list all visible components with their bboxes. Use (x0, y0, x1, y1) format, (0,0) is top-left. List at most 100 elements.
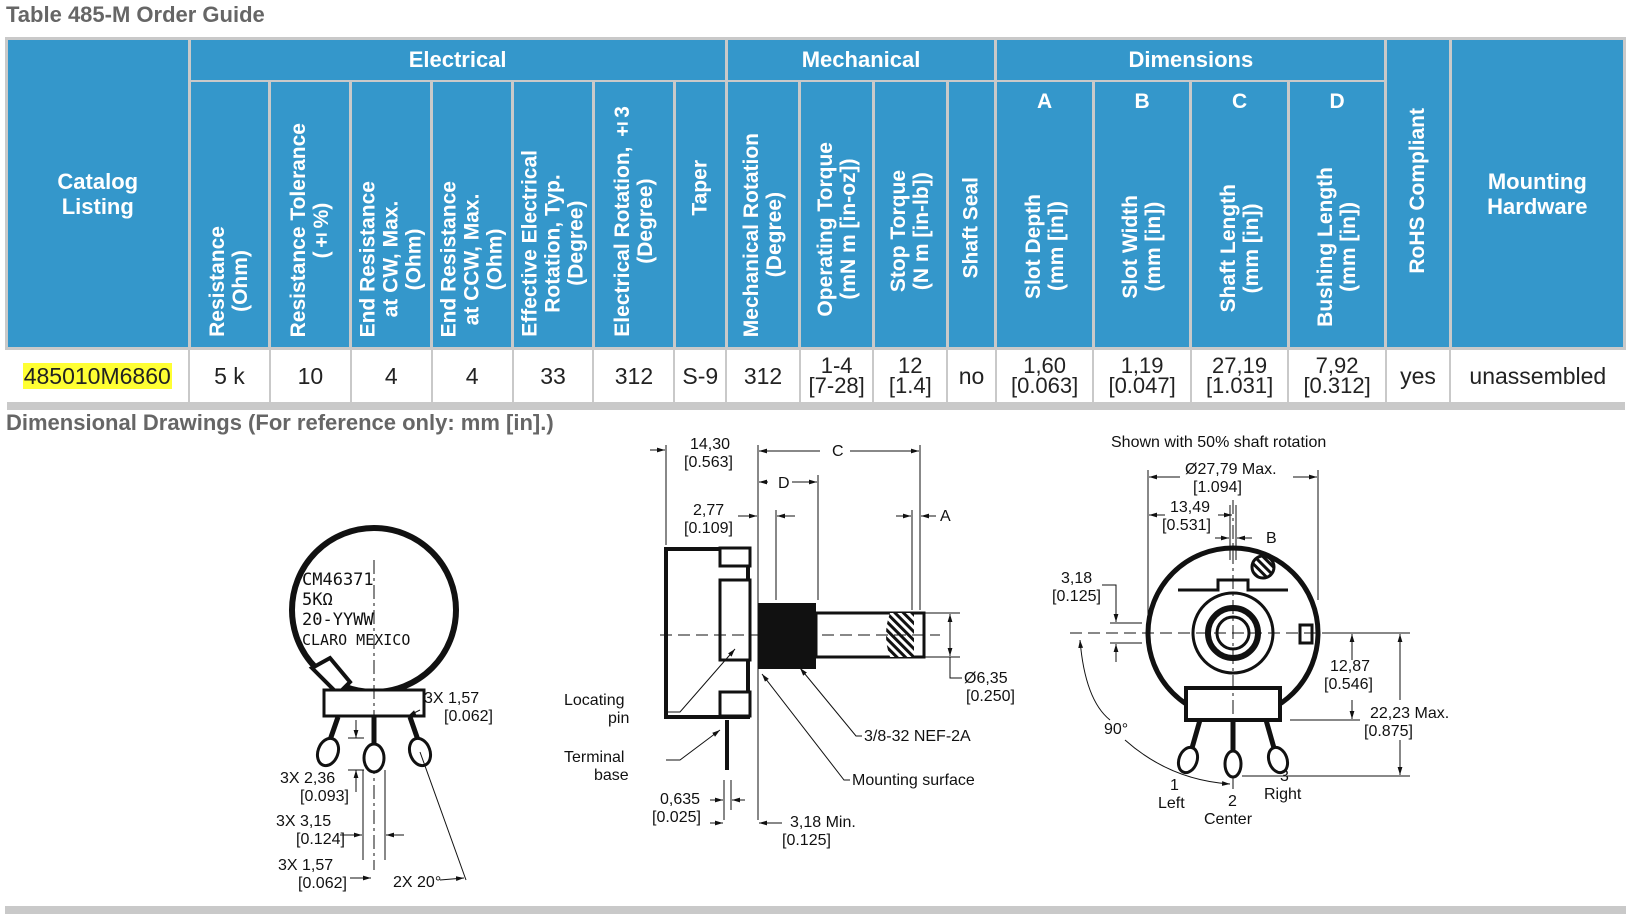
dim-label: 13,49 (1170, 499, 1210, 516)
lug (1189, 719, 1203, 749)
cell-stop-torque: 12[1.4] (872, 348, 949, 410)
leader-mounting-surface (761, 673, 850, 781)
dim-label: 3,18 Min. (790, 814, 856, 831)
leader (949, 657, 962, 679)
dim-label: 0,635 (660, 791, 700, 808)
lug-eye (1223, 749, 1243, 779)
header-electrical-rotation: Electrical Rotation, ±3(Degree) (591, 80, 676, 350)
key-tab (1298, 623, 1314, 645)
lug-eye (1176, 745, 1200, 775)
dim-label: 2X 20° (393, 874, 441, 891)
cell-electrical-rotation: 312 (592, 348, 676, 410)
threaded-bushing (758, 603, 816, 669)
cell-slot-width: 1,19[0.047] (1092, 348, 1192, 410)
group-dimensions: Dimensions (994, 37, 1388, 82)
pot-body-side (664, 547, 750, 719)
lug-eye (1266, 745, 1290, 775)
cell-catalog[interactable]: 485010M6860 (6, 348, 191, 410)
leader-locating-pin (666, 648, 736, 713)
body-step (718, 578, 752, 662)
bottom-divider (5, 906, 1626, 914)
dim-letter-a: A (940, 508, 951, 525)
dim-label: [0.875] (1364, 723, 1413, 740)
dim-label: [0.125] (782, 832, 831, 849)
header-mounting-hardware: Mounting Hardware (1448, 37, 1627, 350)
dim-label: [0.546] (1324, 676, 1373, 693)
cell-shaft-seal: no (946, 348, 997, 410)
callout-label: 3/8-32 NEF-2A (864, 728, 971, 745)
dim-label: 3,18 (1061, 570, 1092, 587)
header-resistance: Resistance(Ohm) (187, 80, 272, 350)
cell-shaft-length: 27,19[1.031] (1189, 348, 1290, 410)
leader-terminal-base (666, 729, 721, 761)
dim-label: [0.563] (684, 454, 733, 471)
cell-mechanical-rotation: 312 (725, 348, 801, 410)
cell-end-cw: 4 (349, 348, 433, 410)
callout-label: Terminal (564, 749, 624, 766)
angle-arc (1124, 739, 1231, 786)
catalog-number-link[interactable]: 485010M6860 (22, 362, 172, 389)
header-mechanical-rotation: Mechanical Rotation(Degree) (724, 80, 802, 350)
dim-label: 3X 3,15 (276, 813, 331, 830)
dim-label: [0.531] (1162, 517, 1211, 534)
dim-label: 14,30 (690, 436, 730, 453)
header-tolerance: Resistance Tolerance(±%) (268, 80, 353, 350)
cell-end-ccw: 4 (430, 348, 514, 410)
lug-left (327, 716, 341, 741)
dim-label: 3X 1,57 (278, 857, 333, 874)
marking-line: 5KΩ (302, 590, 333, 610)
drawings-title: Dimensional Drawings (For reference only… (6, 410, 554, 435)
dim-label: [0.062] (444, 708, 493, 725)
lug-center-eye (362, 742, 386, 774)
table-row: 485010M6860 5 k 10 4 4 33 312 S-9 312 1-… (6, 348, 1625, 410)
rear-view-drawing (1070, 470, 1410, 790)
callout-label: Locating (564, 692, 625, 709)
leader-thread (799, 667, 862, 737)
header-taper: Taper (672, 80, 728, 350)
side-view-drawing (650, 445, 962, 826)
cell-operating-torque: 1-4[7-28] (798, 348, 875, 410)
header-rohs: RoHS Compliant (1384, 37, 1452, 350)
front-view-labels: CM46371 5KΩ 20-YYWW CLARO MEXICO 3X 1,57… (276, 570, 493, 892)
dim-label: Ø27,79 Max. (1185, 461, 1277, 478)
cell-resistance: 5 k (188, 348, 271, 410)
dim-label: Ø6,35 (964, 670, 1008, 687)
lug-right (407, 716, 421, 741)
terminal-label-right: 3 (1280, 768, 1289, 785)
rear-view-labels: Shown with 50% shaft rotation Ø27,79 Max… (1052, 434, 1449, 828)
callout-label: Mounting surface (852, 772, 975, 789)
lug-left-eye (315, 736, 341, 768)
dim-label: [0.093] (300, 788, 349, 805)
dim-label: [0.125] (1052, 588, 1101, 605)
dim-arrow (439, 876, 465, 882)
cell-tolerance: 10 (268, 348, 352, 410)
header-catalog-listing: Catalog Listing (5, 37, 191, 350)
page-title: Table 485-M Order Guide (6, 2, 265, 27)
dim-label: 3X 1,57 (424, 690, 479, 707)
cell-effective-rotation: 33 (511, 348, 595, 410)
group-electrical: Electrical (187, 37, 728, 82)
dim-arrow (1102, 584, 1119, 622)
rivet (1250, 554, 1276, 580)
dim-letter-c: C (832, 443, 844, 460)
dim-label: 22,23 Max. (1370, 705, 1449, 722)
marking-line: CM46371 (302, 570, 374, 590)
dim-arrow (407, 709, 421, 717)
rotation-note: Shown with 50% shaft rotation (1111, 434, 1326, 451)
dim-label: 12,87 (1330, 658, 1370, 675)
dim-label: [0.109] (684, 520, 733, 537)
dim-label: 3X 2,36 (280, 770, 335, 787)
angle-arc (1078, 639, 1111, 721)
marking-line: CLARO MEXICO (302, 631, 410, 649)
terminal-label-left: 1 (1170, 777, 1179, 794)
header-stop-torque: Stop Torque(N m [in-lb]) (871, 80, 949, 350)
tab-notch (308, 655, 353, 697)
lug (1263, 719, 1277, 749)
side-view-labels: 14,30 [0.563] C D A 2,77 [0.109] Ø6,35 [… (564, 436, 1015, 849)
